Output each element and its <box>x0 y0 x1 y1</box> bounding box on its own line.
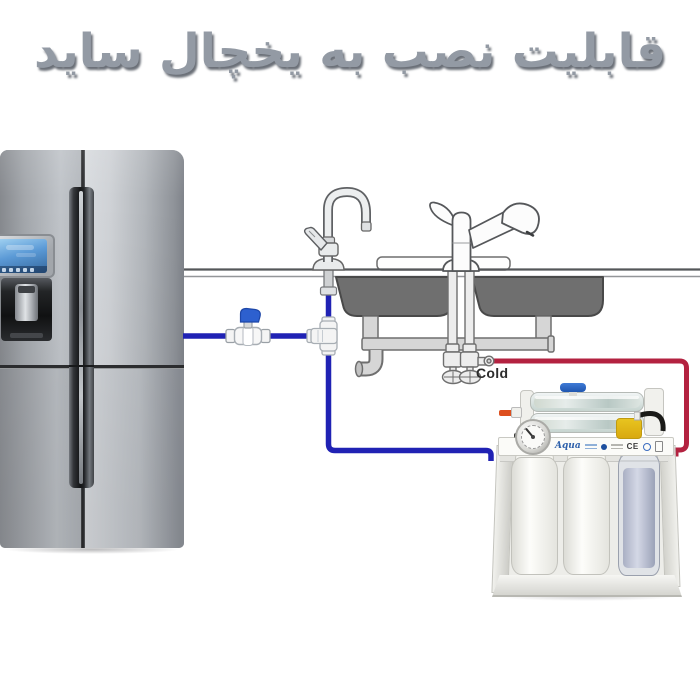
screen-icon-row <box>0 266 47 273</box>
faucet-lever-detail <box>308 230 316 238</box>
screen-icon <box>30 267 34 272</box>
cold-outlet-bore <box>486 358 492 364</box>
screen-icon <box>9 267 13 272</box>
fridge-handle-bar <box>79 191 83 484</box>
filter-housing-white-2 <box>563 457 610 575</box>
fridge-display-screen <box>0 239 47 273</box>
gooseneck-spout <box>324 188 370 262</box>
cold-water-label: Cold <box>476 365 509 381</box>
membrane-cartridge <box>534 396 640 408</box>
screen-icon <box>2 267 6 272</box>
ro-filter-unit: Aqua CE <box>491 383 682 601</box>
black-hose <box>634 411 666 432</box>
ball-valve <box>225 307 271 346</box>
supply-pipes-and-valves <box>441 270 495 385</box>
ball-valve-blue-handle <box>239 307 261 323</box>
faucet-lever-handle <box>303 226 328 251</box>
double-sink <box>335 276 604 317</box>
filter-valve-stem <box>569 392 577 396</box>
screen-icon <box>16 267 20 272</box>
ball-valve-nut-left <box>225 328 236 344</box>
drain-end-cap <box>547 335 555 353</box>
filter-brand-logo: Aqua <box>555 441 581 451</box>
faucet-shank-nut <box>319 286 338 296</box>
filter-housing-white-1 <box>511 457 558 575</box>
gauge-hub <box>531 435 535 439</box>
countertop <box>184 256 700 278</box>
ce-mark: CE <box>626 441 639 451</box>
spout-tip <box>360 221 372 232</box>
fridge-door-upper-right <box>85 150 184 365</box>
inlet-fitting-nut <box>511 407 522 418</box>
valve-handle-cross <box>444 371 479 383</box>
screen-reflection <box>16 253 36 257</box>
label-text-lines <box>584 444 597 449</box>
certification-icon <box>642 442 651 451</box>
sink-basin-right <box>471 276 604 317</box>
fridge-display-bezel <box>0 234 55 278</box>
fridge-handle-recess <box>69 187 94 488</box>
pump-yellow-block <box>616 418 642 439</box>
tee-fitting <box>306 316 338 356</box>
supply-collar-hot <box>445 343 460 353</box>
label-tag-icon <box>654 441 663 452</box>
shutoff-valve-hot <box>442 351 463 368</box>
supply-collar-cold <box>462 343 477 353</box>
fridge-door-lower-right <box>85 368 184 548</box>
supply-pipe-cold <box>464 270 475 348</box>
clear-housing-cartridge <box>623 468 655 568</box>
tube-tee-to-filter <box>325 353 494 461</box>
spray-head-nozzle <box>525 230 535 237</box>
kitchen-faucet-lever <box>429 201 456 226</box>
fridge-handle-seam <box>69 365 94 367</box>
filter-inlet-valve-blue <box>560 383 586 392</box>
fridge-water-dispenser <box>1 278 52 341</box>
tee-body-horizontal <box>310 327 338 345</box>
pressure-gauge <box>515 419 551 455</box>
ball-valve-nut-right <box>260 328 271 344</box>
screen-icon <box>23 267 27 272</box>
blue-tubing <box>183 295 494 461</box>
screen-reflection <box>6 245 34 250</box>
sink-basin-left <box>335 276 453 317</box>
inlet-fitting-orange <box>499 410 513 416</box>
kitchen-faucet-body <box>451 211 472 272</box>
label-dot-icon <box>600 443 607 450</box>
fridge-door-lower-left <box>0 368 81 548</box>
ball-valve-band <box>242 326 254 346</box>
kitchen-faucet <box>429 201 540 272</box>
fridge-floor-shadow <box>4 545 180 554</box>
membrane-gloss <box>535 396 639 399</box>
membrane-housing-top <box>530 392 644 412</box>
hose-clip <box>634 411 641 421</box>
filter-base <box>492 575 682 597</box>
label-text-lines <box>610 444 623 449</box>
membrane-gloss <box>535 417 639 420</box>
dispenser-grille <box>18 286 35 293</box>
hose-curve <box>636 411 666 432</box>
drain-trap <box>361 350 382 375</box>
drain-trap-opening <box>354 360 364 378</box>
dispenser-paddle <box>15 284 38 321</box>
page-title: قابلیت نصب به یخچال ساید <box>34 24 666 79</box>
filter-faucet <box>303 187 372 296</box>
dispenser-drip-tray <box>10 333 43 338</box>
membrane-cartridge <box>534 417 640 429</box>
red-tubing-cold-to-filter <box>492 358 689 457</box>
supply-pipe-hot <box>447 270 458 348</box>
tee-ribs <box>317 330 323 342</box>
